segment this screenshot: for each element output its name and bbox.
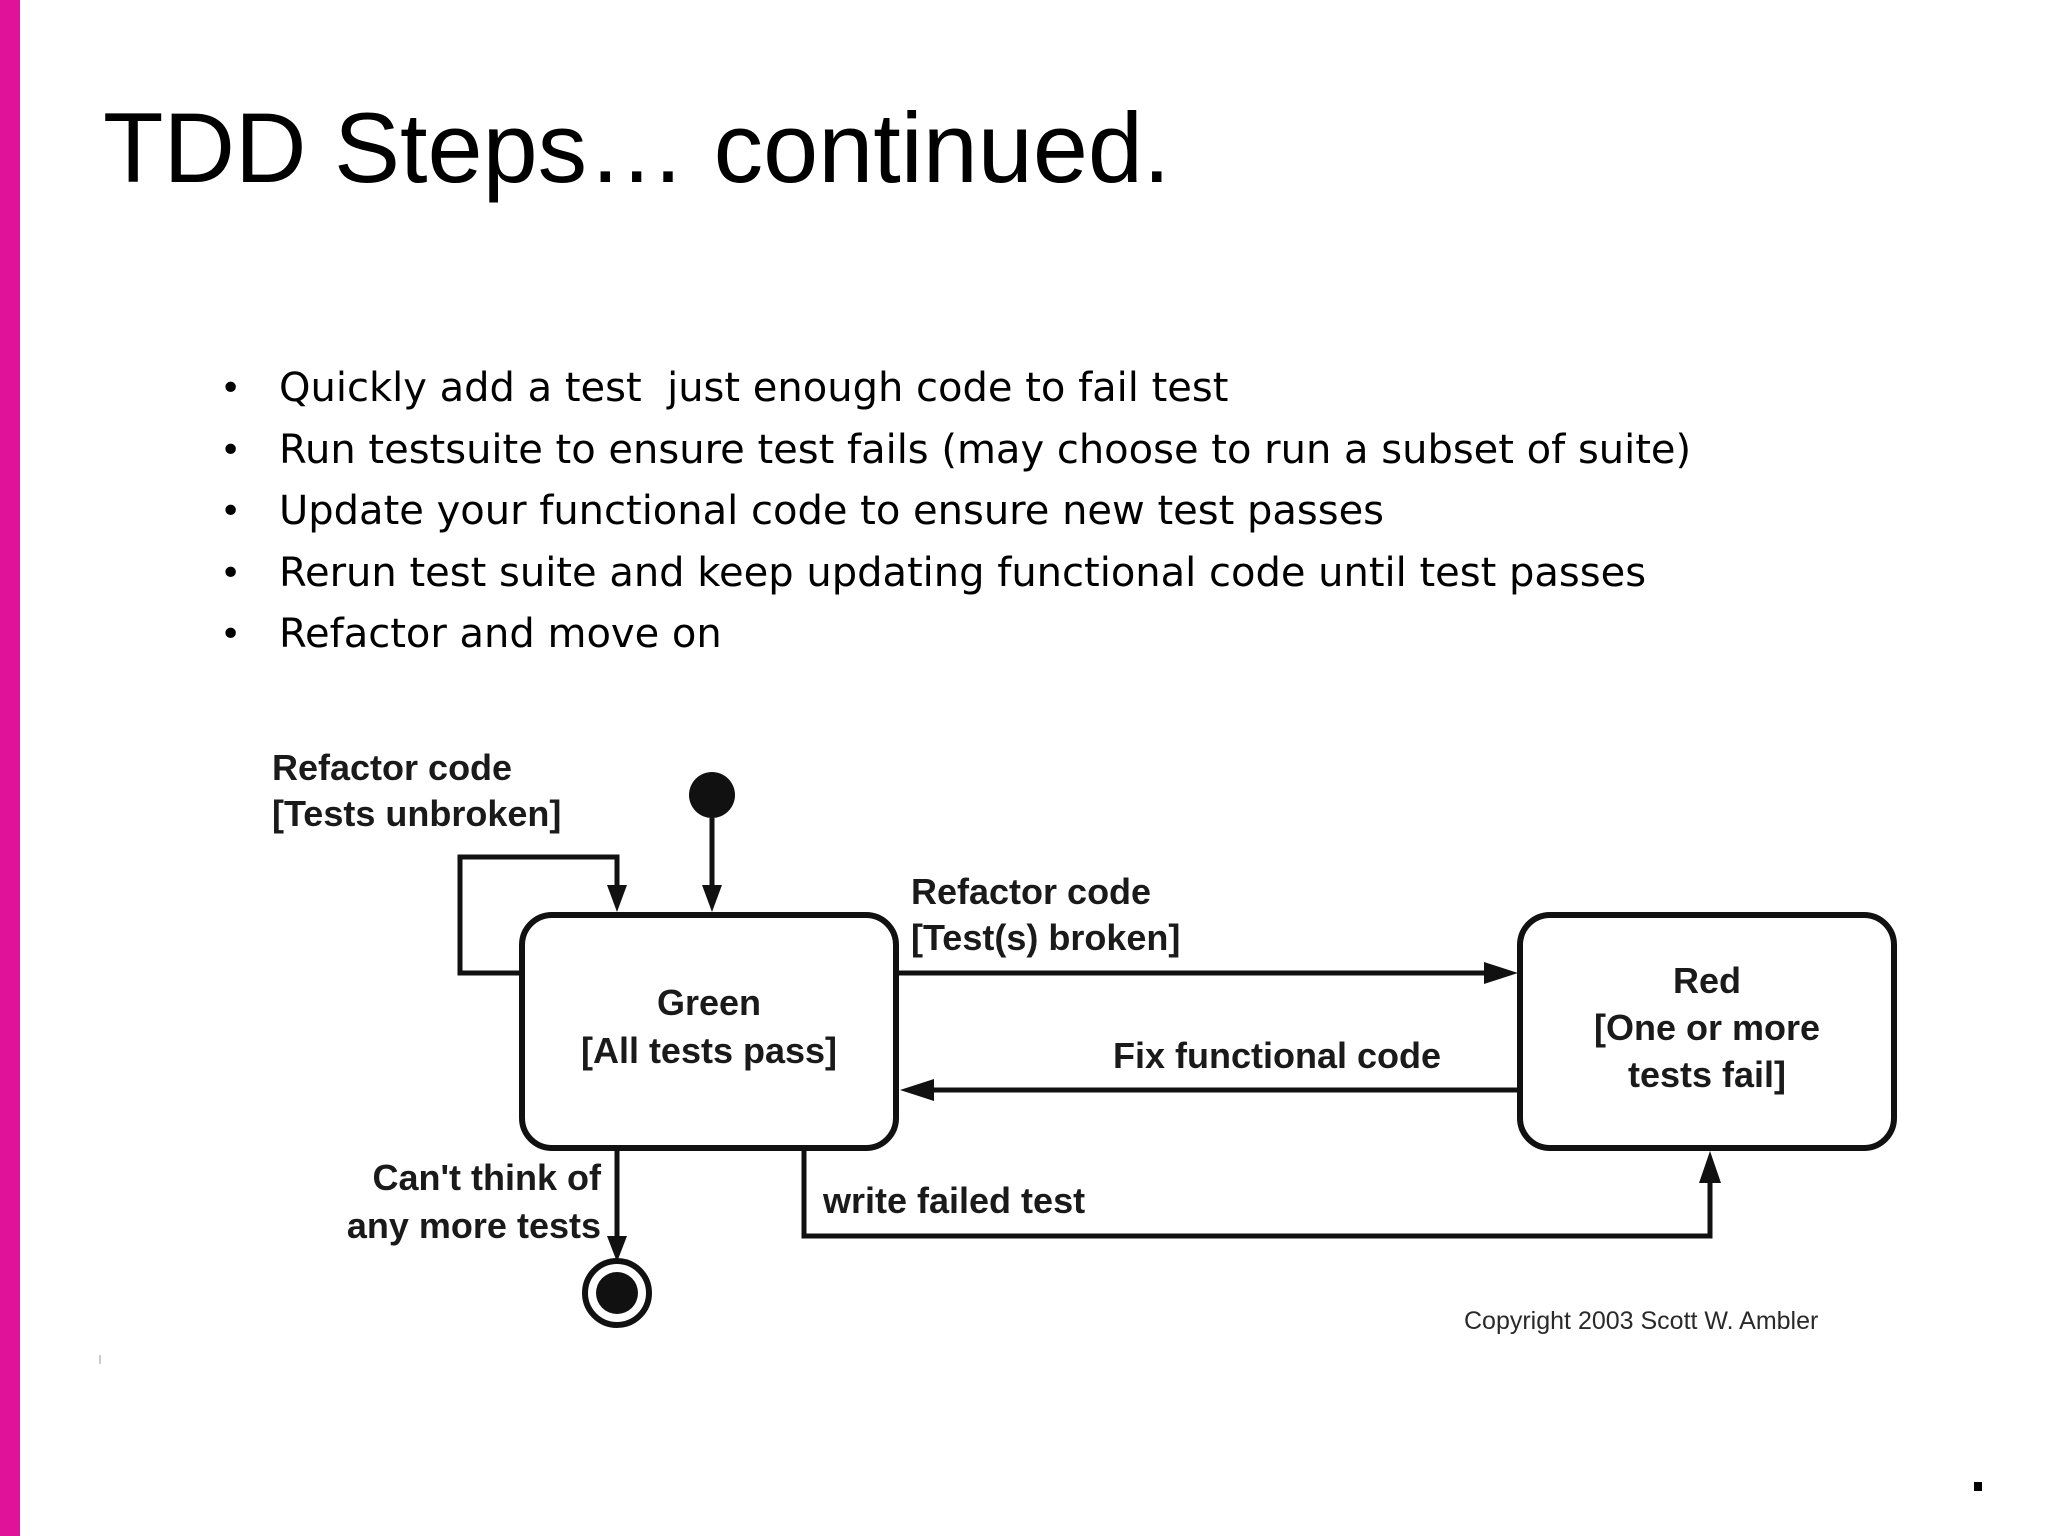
bullet-item: • Quickly add a test just enough code to …	[210, 358, 1691, 420]
bullet-dot: •	[220, 368, 242, 409]
bullet-text: Refactor and move on	[279, 611, 722, 657]
bullet-dot: •	[220, 429, 242, 471]
bullet-text: Update your functional code to ensure ne…	[279, 488, 1385, 534]
corner-mark	[1974, 1482, 1982, 1491]
final-label-line1: Can't think of	[372, 1157, 602, 1198]
green-state-name: Green	[657, 982, 761, 1023]
bullet-text: Quickly add a test just enough code to f…	[279, 365, 1229, 411]
final-label-line2: any more tests	[347, 1205, 601, 1246]
fix-code-label: Fix functional code	[1113, 1035, 1441, 1076]
edge-tick	[99, 1355, 101, 1364]
write-failed-arrow	[801, 1148, 1713, 1239]
final-arrowhead	[607, 1236, 627, 1262]
refactor-self-label-line2: [Tests unbroken]	[272, 793, 561, 834]
refactor-self-arrowhead	[607, 885, 627, 912]
slide-title: TDD Steps… continued.	[103, 92, 1171, 203]
initial-state-node	[689, 772, 735, 818]
write-failed-label: write failed test	[822, 1180, 1085, 1221]
red-state-condition-line1: [One or more	[1594, 1007, 1820, 1048]
bullet-text: Run testsuite to ensure test fails (may …	[279, 426, 1692, 473]
green-state-box	[519, 912, 899, 1151]
green-state-condition: [All tests pass]	[581, 1030, 837, 1071]
refactor-broken-arrowhead	[1484, 962, 1518, 984]
red-state-name: Red	[1673, 960, 1741, 1001]
bullet-item: • Rerun test suite and keep updating func…	[210, 543, 1691, 605]
bullet-text: Rerun test suite and keep updating funct…	[279, 549, 1647, 596]
refactor-broken-label-line1: Refactor code	[911, 871, 1151, 912]
bullet-dot: •	[220, 614, 242, 655]
accent-bar	[0, 0, 20, 1536]
bullet-list: • Quickly add a test just enough code to …	[210, 358, 1691, 666]
red-state-box	[1517, 912, 1897, 1151]
initial-arrowhead	[702, 885, 722, 912]
red-state-condition-line2: tests fail]	[1628, 1054, 1786, 1095]
final-state-core	[596, 1272, 638, 1314]
refactor-broken-label-line2: [Test(s) broken]	[911, 917, 1180, 958]
diagram-copyright: Copyright 2003 Scott W. Ambler	[1464, 1307, 1818, 1335]
bullet-item: • Refactor and move on	[210, 604, 1691, 666]
bullet-dot: •	[220, 552, 242, 594]
bullet-dot: •	[220, 491, 242, 532]
refactor-self-loop	[457, 854, 620, 976]
bullet-item: • Update your functional code to ensure n…	[210, 481, 1691, 543]
write-failed-arrowhead	[1699, 1151, 1721, 1183]
bullet-item: • Run testsuite to ensure test fails (may…	[210, 420, 1691, 482]
fix-code-arrowhead	[900, 1079, 934, 1101]
refactor-self-label-line1: Refactor code	[272, 747, 512, 788]
